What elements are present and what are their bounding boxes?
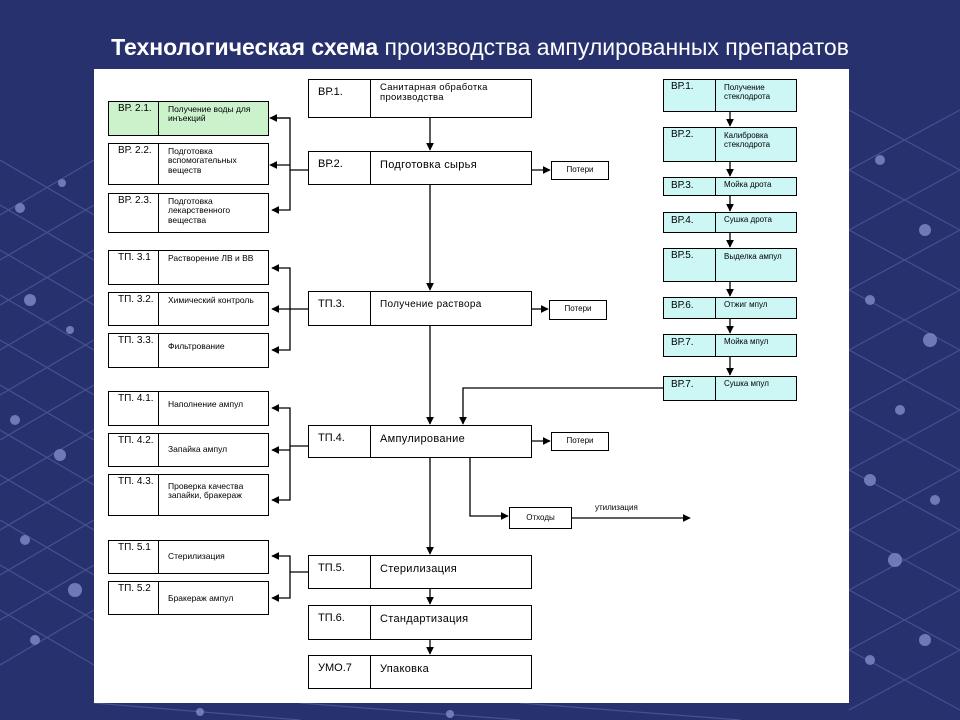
loss-box-1: Потери [551,161,609,180]
main-step-text: Ампулирование [380,433,465,445]
left-step-code: ТП. 3.3. [109,334,159,367]
right-step-text: Мойка мпул [724,337,769,346]
main-step-6: ТП.6. Стандартизация [308,605,532,640]
main-step-code: УМО.7 [309,656,371,688]
slide-title-bold: Технологическая схема [111,34,379,60]
waste-box: Отходы [509,507,572,529]
main-step-code: ТП.5. [309,556,371,588]
left-step-2-2: ВР. 2.2. Подготовка вспомогательных веще… [108,143,269,185]
slide-title: Технологическая схема производства ампул… [0,34,960,61]
right-step-5: ВР.5. Выделка ампул [663,248,797,282]
main-step-code: ТП.4. [309,426,371,457]
main-step-text: Стерилизация [380,563,457,575]
left-step-code: ТП. 4.1. [109,392,159,425]
main-step-code: ТП.6. [309,606,371,639]
right-step-code: ВР.7. [664,377,716,400]
left-step-text: Получение воды для инъекций [168,104,251,124]
left-step-text: Запайка ампул [168,444,228,454]
left-step-3-2: ТП. 3.2. Химический контроль [108,292,269,326]
left-step-code: ВР. 2.3. [109,194,159,232]
bracket-group-4 [271,404,308,447]
right-step-7: ВР.7. Мойка мпул [663,334,797,357]
bracket-group-5 [271,552,308,573]
left-step-4-2: ТП. 4.2. Запайка ампул [108,433,269,467]
right-step-code: ВР.1. [664,80,716,111]
right-step-2: ВР.2. Калибровка стеклодрота [663,127,797,162]
right-step-1: ВР.1. Получение стеклодрота [663,79,797,112]
left-step-code: ТП. 3.2. [109,293,159,325]
left-step-5-1: ТП. 5.1 Стерилизация [108,540,269,574]
left-step-3-1: ТП. 3.1 Растворение ЛВ и ВВ [108,250,269,285]
main-step-text: Упаковка [380,663,430,675]
left-step-text: Растворение ЛВ и ВВ [168,253,254,263]
main-step-text: Получение раствора [380,299,482,310]
right-step-code: ВР.2. [664,128,716,161]
right-step-code: ВР.4. [664,213,716,232]
left-step-code: ТП. 4.3. [109,475,159,515]
left-step-5-2: ТП. 5.2 Бракераж ампул [108,581,269,615]
left-step-3-3: ТП. 3.3. Фильтрование [108,333,269,368]
left-step-code: ВР. 2.1. [109,102,159,135]
right-step-text: Выделка ампул [724,252,782,261]
main-step-7: УМО.7 Упаковка [308,655,532,689]
left-step-code: ТП. 5.2 [109,582,159,614]
main-step-1: ВР.1. Санитарная обработка производства [308,79,532,118]
right-step-6: ВР.6. Отжиг мпул [663,297,797,319]
main-step-code: ВР.1. [309,80,371,117]
left-step-2-3: ВР. 2.3. Подготовка лекарственного вещес… [108,193,269,233]
utilization-label: утилизация [595,503,638,512]
loss-box-2: Потери [549,300,607,320]
right-step-code: ВР.5. [664,249,716,281]
main-step-code: ВР.2. [309,152,371,184]
right-step-text: Отжиг мпул [724,300,768,309]
left-step-4-1: ТП. 4.1. Наполнение ампул [108,391,269,426]
right-step-text: Сушка мпул [724,379,769,388]
right-step-text: Получение стеклодрота [724,83,771,101]
left-step-text: Бракераж ампул [168,593,234,603]
left-step-text: Подготовка лекарственного вещества [168,196,231,225]
left-step-text: Химический контроль [168,295,254,305]
right-step-text: Калибровка стеклодрота [724,131,771,149]
main-step-text: Санитарная обработка производства [380,82,488,104]
main-step-code: ТП.3. [309,292,371,325]
arrow-right-feed [459,387,663,425]
loss-box-3: Потери [551,432,609,451]
right-step-code: ВР.3. [664,178,716,195]
main-step-4: ТП.4. Ампулирование [308,425,532,458]
left-step-code: ТП. 5.1 [109,541,159,573]
left-step-code: ВР. 2.2. [109,144,159,184]
main-step-text: Стандартизация [380,613,469,625]
left-step-text: Фильтрование [168,341,225,351]
left-step-text: Проверка качества запайки, бракераж [168,481,244,501]
right-step-text: Мойка дрота [724,180,772,189]
main-step-5: ТП.5. Стерилизация [308,555,532,589]
left-step-text: Подготовка вспомогательных веществ [168,146,237,175]
left-step-2-1: ВР. 2.1. Получение воды для инъекций [108,101,269,136]
left-step-text: Стерилизация [168,551,225,561]
right-step-text: Сушка дрота [724,215,772,224]
bracket-group-3 [271,264,308,310]
right-step-8: ВР.7. Сушка мпул [663,376,797,401]
slide-title-rest: производства ампулированных препаратов [378,34,849,60]
main-step-3: ТП.3. Получение раствора [308,291,532,326]
right-step-3: ВР.3. Мойка дрота [663,177,797,196]
bracket-group-2 [270,117,308,171]
right-step-code: ВР.7. [664,335,716,356]
main-step-2: ВР.2. Подготовка сырья [308,151,532,185]
left-step-code: ТП. 4.2. [109,434,159,466]
arrow-waste [469,458,509,520]
left-step-text: Наполнение ампул [168,399,244,409]
main-step-text: Подготовка сырья [380,159,477,171]
right-step-code: ВР.6. [664,298,716,318]
left-step-4-3: ТП. 4.3. Проверка качества запайки, брак… [108,474,269,516]
right-step-4: ВР.4. Сушка дрота [663,212,797,233]
left-step-code: ТП. 3.1 [109,251,159,284]
